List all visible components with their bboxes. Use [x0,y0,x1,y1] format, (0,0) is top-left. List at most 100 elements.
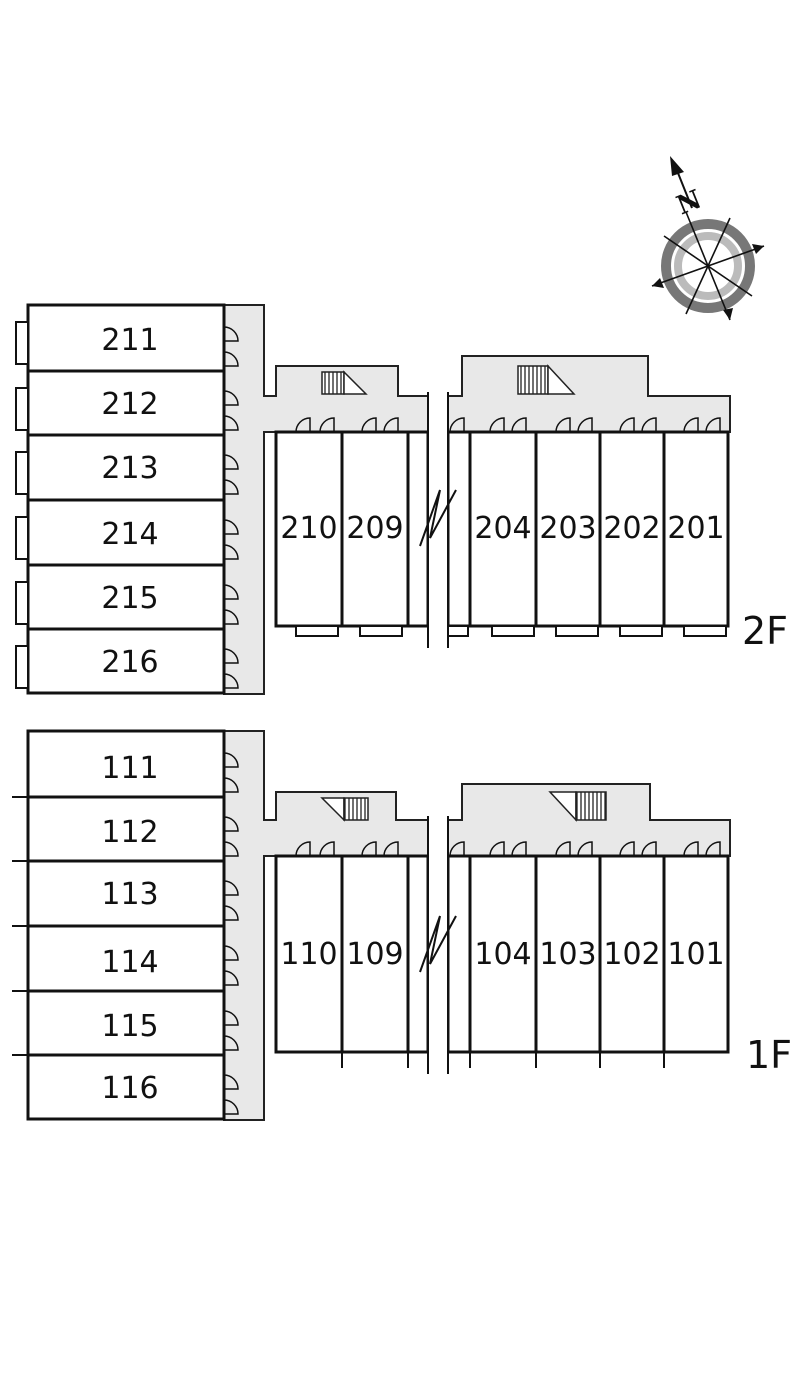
unit-number: 114 [101,945,158,980]
door-icon [319,841,335,857]
door-icon [223,609,239,625]
break-line [419,816,457,1074]
unit-number: 209 [346,511,403,546]
door-icon [619,841,635,857]
door-icon [223,1074,239,1090]
unit-number: 216 [101,645,158,680]
unit[interactable] [26,729,226,799]
balcony [15,581,29,625]
compass-north-label: N [673,185,706,222]
door-icon [223,519,239,535]
door-icon [223,945,239,961]
door-icon [223,970,239,986]
unit[interactable] [468,854,538,1054]
door-icon [555,417,571,433]
door-icon [449,417,465,433]
unit[interactable] [468,430,538,628]
door-icon [223,777,239,793]
left-units: 211 212 213 214 215 216 [15,303,239,695]
compass-icon: N [651,156,765,321]
door-icon [705,841,721,857]
balcony [15,321,29,365]
unit[interactable] [26,303,226,373]
unit[interactable] [26,1053,226,1121]
unit[interactable] [26,369,226,437]
unit[interactable] [340,854,410,1054]
stairs-icon [343,797,369,821]
door-icon [705,417,721,433]
door-icon [223,326,239,342]
floor-label: 1F [746,1033,792,1077]
door-icon [223,648,239,664]
stairs-icon [575,791,607,821]
corridor [223,304,429,695]
left-units: 111 112 113 114 115 116 [12,729,239,1121]
unit-number: 110 [280,937,337,972]
unit-number: 202 [603,511,660,546]
unit [406,854,430,1054]
unit-number: 211 [101,323,158,358]
break-line [419,392,457,648]
door-icon [295,417,311,433]
door-icon [555,841,571,857]
unit-number: 212 [101,387,158,422]
door-icon [449,841,465,857]
door-icon [383,417,399,433]
balcony [295,625,339,637]
balcony [491,625,535,637]
unit-number: 210 [280,511,337,546]
unit[interactable] [662,854,730,1054]
unit [406,430,430,628]
door-icon [511,417,527,433]
door-icon [489,841,505,857]
door-icon [223,454,239,470]
door-icon [295,841,311,857]
unit[interactable] [26,795,226,863]
balcony [15,645,29,689]
balcony [15,387,29,431]
unit[interactable] [26,859,226,928]
unit-number: 102 [603,937,660,972]
door-icon [489,417,505,433]
door-icon [683,417,699,433]
door-icon [223,752,239,768]
stairs-icon [547,364,576,395]
door-icon [223,390,239,406]
door-icon [641,841,657,857]
door-icon [383,841,399,857]
door-icon [683,841,699,857]
door-icon [641,417,657,433]
unit[interactable] [534,854,602,1054]
unit-number: 204 [474,511,531,546]
door-icon [223,544,239,560]
door-icon [223,584,239,600]
floor-label: 2F [742,609,788,653]
corridor [447,355,731,433]
unit[interactable] [662,430,730,628]
unit[interactable] [26,498,226,567]
door-icon [223,351,239,367]
door-icon [511,841,527,857]
unit[interactable] [598,854,666,1054]
unit-number: 201 [667,511,724,546]
unit[interactable] [26,989,226,1057]
unit[interactable] [274,854,344,1054]
door-icon [223,816,239,832]
balcony [359,625,403,637]
stairs-icon [343,370,368,395]
door-icon [223,905,239,921]
unit-number: 111 [101,751,158,786]
door-icon [223,880,239,896]
door-icon [223,673,239,689]
door-icon [619,417,635,433]
door-icon [361,417,377,433]
unit[interactable] [26,627,226,695]
unit-number: 203 [539,511,596,546]
door-icon [319,417,335,433]
stairs-icon [321,371,345,395]
door-icon [577,841,593,857]
unit [446,430,472,628]
unit[interactable] [26,563,226,631]
unit-number: 112 [101,815,158,850]
unit[interactable] [598,430,666,628]
